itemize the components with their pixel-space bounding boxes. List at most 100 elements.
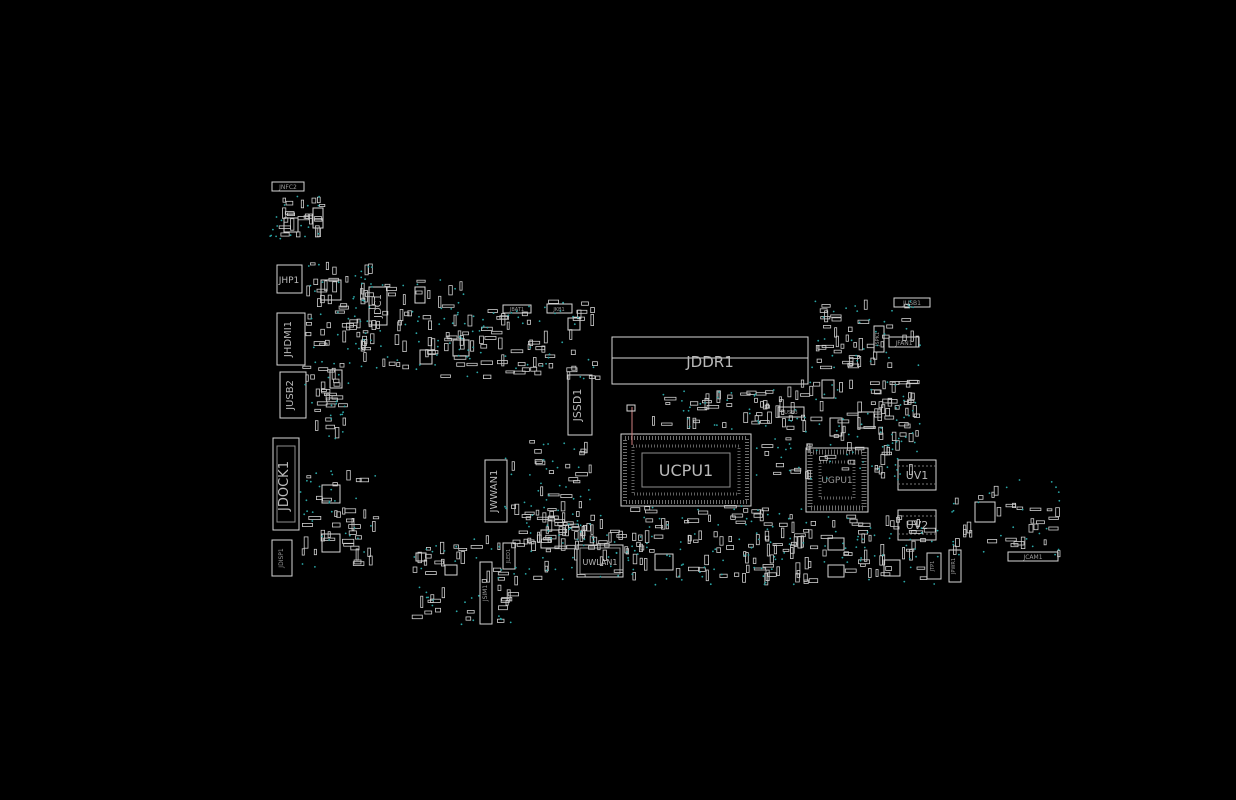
chip-ucpu1[interactable]: UCPU1 [620,404,752,507]
passive-part [913,413,921,418]
passive-part [996,507,1002,517]
passive-part [327,294,332,305]
via [311,401,313,404]
passive-part [661,518,666,530]
connector-jnfc2[interactable]: JNFC2 [271,181,305,192]
via [438,323,441,325]
passive-part [874,464,878,471]
passive-part [338,403,348,408]
via [296,195,299,198]
via [747,554,750,556]
connector-jtp1[interactable]: JTP1 [926,552,942,580]
passive-part [742,573,746,583]
via [337,311,339,314]
via [347,382,350,385]
via [844,547,847,550]
via [538,320,541,322]
passive-part [320,388,327,392]
via [792,583,795,586]
via [548,494,550,497]
passive-part [902,547,905,560]
via [306,510,308,513]
connector-jhdmi1[interactable]: JHDMI1 [276,312,306,366]
via [818,423,821,426]
via [521,322,524,325]
passive-part [875,569,879,577]
connector-jsim1[interactable]: JSIM1 [479,561,493,625]
passive-part [645,518,654,523]
passive-part [684,520,690,524]
passive-part [334,310,345,314]
chip-uv1[interactable]: UV1 [897,459,937,491]
via [866,531,869,534]
chip-ugpu1[interactable]: UGPU1 [805,447,869,513]
passive-part [333,382,341,387]
passive-part [314,420,319,431]
via [916,450,918,453]
passive-part [325,424,336,430]
via [615,551,618,554]
via [478,330,481,332]
passive-part [531,541,536,551]
passive-part [664,396,677,401]
via [918,422,921,425]
via [431,604,434,607]
connector-jpwr1[interactable]: JPWR1 [948,549,962,583]
connector-jssd1[interactable]: JSSD1 [567,374,593,436]
connector-jcam1[interactable]: JCAM1 [1007,551,1059,562]
via [777,446,779,449]
passive-part [797,536,803,549]
connector-jled1[interactable]: JLED1 [502,542,516,570]
connector-jusb2[interactable]: JUSB2 [279,371,307,419]
passive-part [810,521,816,526]
connector-jspk1[interactable]: JSPK1 [873,325,885,353]
passive-part [434,560,444,565]
via [701,575,704,578]
passive-part [305,374,309,382]
connector-jdock1[interactable]: JDOCK1 [272,437,300,531]
via [479,351,482,354]
passive-part [460,551,465,564]
passive-part [282,197,286,203]
connector-jdc1[interactable]: JDC1 [368,286,388,326]
via [301,563,304,565]
passive-part [610,529,620,533]
via [343,405,346,408]
via [699,571,701,573]
passive-part [384,283,391,287]
passive-part [693,419,700,424]
passive-part [417,551,422,564]
connector-jdisp1[interactable]: JDISP1 [271,539,293,577]
passive-part [445,332,450,338]
passive-part [766,543,770,557]
via [787,517,790,520]
passive-part [782,418,786,428]
passive-part [764,450,770,456]
connector-jddr1[interactable]: JDDR1 [611,336,809,385]
via [504,355,507,357]
connector-jusb1[interactable]: JUSB1 [893,297,931,308]
via [895,440,898,443]
connector-jhp1[interactable]: JHP1 [276,264,303,294]
passive-part [547,508,557,512]
passive-part [638,534,643,541]
via [342,411,344,414]
passive-part [895,440,900,451]
via [755,447,758,450]
via [859,559,862,562]
via [530,550,533,553]
passive-part [847,363,860,369]
via [860,557,862,559]
via [541,365,544,367]
via [337,373,340,376]
passive-part [978,495,984,500]
via [579,524,582,527]
via [835,429,838,432]
connector-jfan1[interactable]: JFAN1 [888,336,920,348]
connector-jkb1[interactable]: JKB1 [546,303,573,314]
passive-part [562,527,566,537]
connector-jbat1[interactable]: JBAT1 [502,304,532,314]
passive-part [516,543,526,547]
via [481,326,484,329]
connector-jwwan1[interactable]: JWWAN1 [484,459,508,523]
